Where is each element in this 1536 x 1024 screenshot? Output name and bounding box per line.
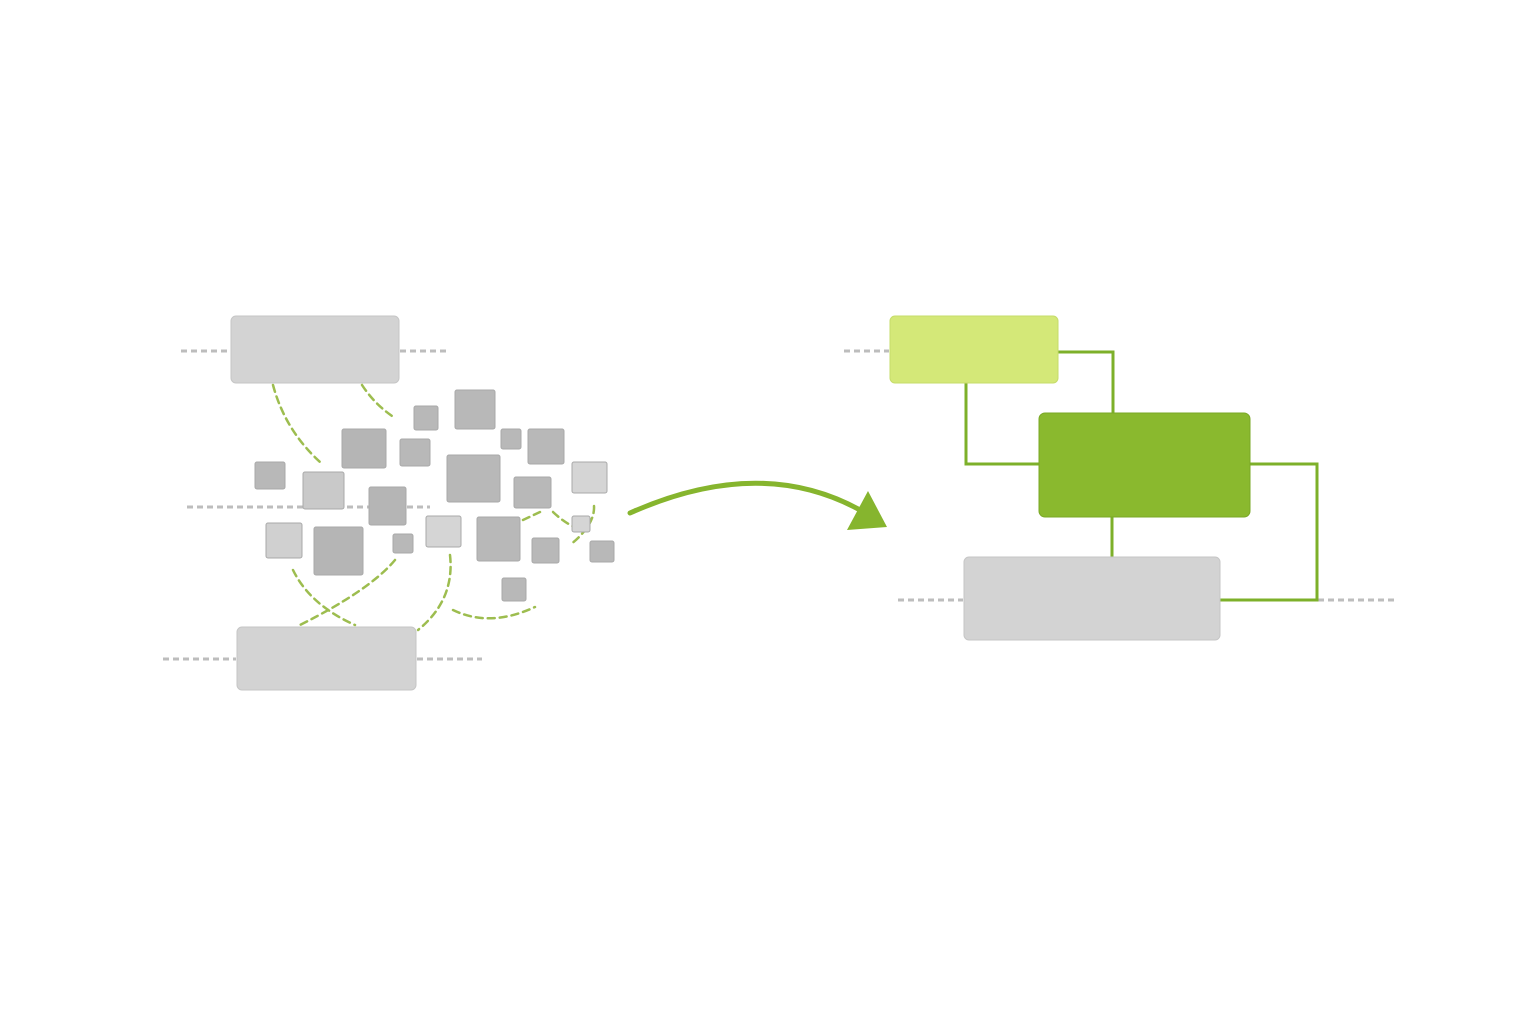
block	[454, 389, 496, 430]
arrow-shaft	[627, 480, 863, 516]
block	[413, 405, 439, 431]
connector	[964, 383, 1039, 466]
connector	[1220, 462, 1319, 602]
top-box	[230, 315, 400, 384]
connector	[1058, 350, 1115, 413]
block	[392, 533, 414, 554]
block	[425, 515, 462, 548]
block	[265, 522, 303, 559]
curved-arrow-icon	[627, 480, 887, 530]
block	[254, 461, 286, 490]
dashed-connector	[568, 504, 596, 547]
dashed-connector	[551, 510, 587, 532]
block	[399, 438, 431, 467]
dashed-connector	[521, 510, 542, 522]
gray-box	[963, 556, 1221, 641]
block	[589, 540, 615, 563]
dashed-connector	[271, 383, 322, 464]
dashed-connector	[416, 553, 452, 632]
block	[501, 577, 527, 602]
block	[531, 537, 560, 564]
block	[446, 454, 501, 503]
dashed-connector	[451, 605, 537, 620]
block	[500, 428, 522, 450]
scattered-blocks	[254, 389, 615, 602]
block	[302, 471, 345, 510]
block	[571, 515, 591, 533]
dashed-connector	[360, 383, 397, 420]
chaotic-blocks-icon	[163, 315, 615, 691]
block	[368, 486, 407, 526]
bottom-box	[236, 626, 417, 691]
light-green-box	[889, 315, 1059, 384]
block	[313, 526, 364, 576]
dashed-connector	[291, 568, 357, 627]
structured-blocks-icon	[844, 315, 1396, 641]
dashed-connector	[298, 558, 397, 627]
block	[476, 516, 521, 562]
block	[571, 461, 608, 494]
arrow-head	[847, 491, 887, 530]
block	[341, 428, 387, 469]
block	[527, 428, 565, 465]
primary-green-box	[1038, 412, 1251, 518]
block	[513, 476, 552, 509]
